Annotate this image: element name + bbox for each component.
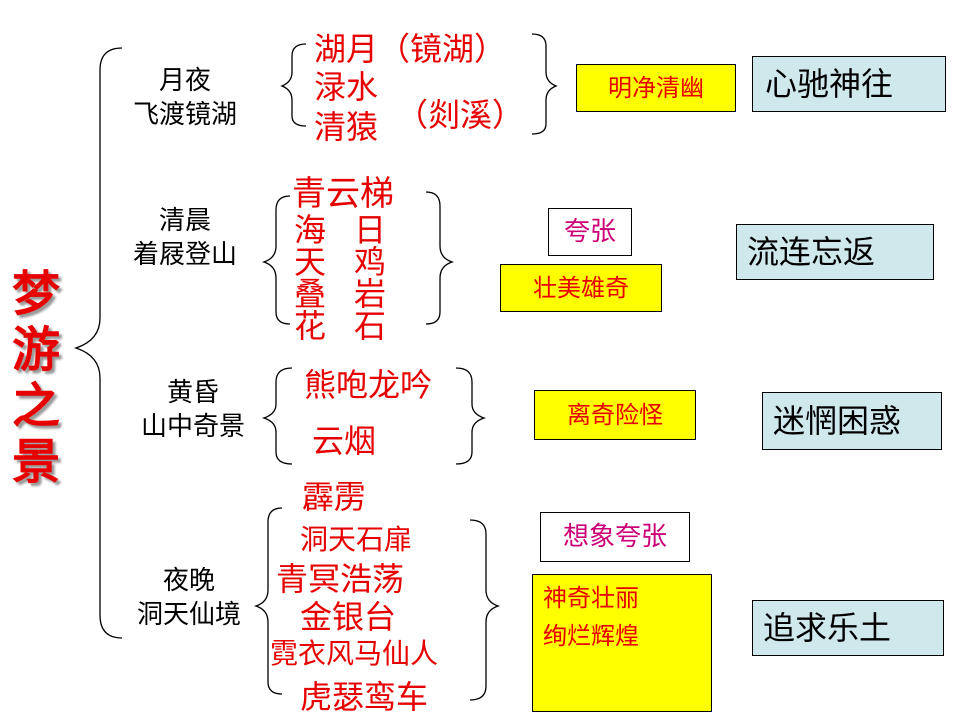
scene-action-label: 着屐登山 (132, 240, 237, 270)
scene-moonlit-night: 月夜 飞渡镜湖 (120, 64, 250, 132)
brace-right-4 (469, 519, 501, 701)
label-brilliant: 绚烂辉煌 (543, 622, 639, 650)
image-cloud-ladder: 青云梯 (292, 174, 394, 214)
label-box-splendid: 神奇壮丽 绚烂辉煌 (532, 574, 712, 712)
image-rainbow-immortals: 霓衣风马仙人 (270, 637, 439, 670)
image-lake-moon: 湖月（镜湖） (314, 30, 507, 68)
scene-time-label: 月夜 (158, 66, 211, 96)
label-strange-perilous: 离奇险怪 (534, 390, 696, 440)
label-exaggeration: 夸张 (548, 208, 632, 256)
image-thunder: 霹雳 (302, 478, 367, 516)
image-rooster: 鸡 (354, 243, 387, 281)
diagram-title: 梦游之景 (11, 266, 60, 490)
scene-action-label: 飞渡镜湖 (132, 100, 237, 130)
image-shan-stream: （剡溪） (396, 96, 525, 134)
brace-left-4 (253, 507, 283, 695)
image-sea: 海 (294, 211, 327, 249)
image-flowers: 花 (294, 307, 327, 345)
brace-right-3 (455, 367, 487, 465)
feeling-linger: 流连忘返 (736, 224, 934, 280)
label-wondrous: 神奇壮丽 (543, 584, 639, 612)
feeling-paradise: 追求乐土 (752, 600, 944, 656)
image-sun: 日 (354, 211, 387, 249)
brace-right-1 (531, 33, 558, 135)
brace-left-1 (280, 43, 307, 127)
image-rocks: 石 (354, 307, 387, 345)
image-layered: 叠 (294, 275, 327, 313)
main-left-brace (73, 47, 123, 639)
scene-action-label: 山中奇景 (140, 412, 245, 442)
brace-left-3 (261, 367, 293, 465)
image-sky: 天 (294, 243, 327, 281)
image-clear-water: 渌水 (314, 68, 379, 106)
scene-time-label: 夜晚 (162, 566, 215, 596)
brace-left-2 (261, 195, 291, 325)
feeling-yearning: 心驰神往 (752, 56, 946, 112)
label-clear-serene: 明净清幽 (576, 64, 736, 112)
label-imaginative: 想象夸张 (540, 512, 690, 562)
scene-early-morning: 清晨 着屐登山 (120, 204, 250, 272)
label-magnificent: 壮美雄奇 (500, 264, 662, 312)
image-golden-terrace: 金银台 (300, 598, 397, 636)
image-cliff: 岩 (354, 275, 387, 313)
image-cave-door: 洞天石扉 (300, 523, 413, 556)
scene-night: 夜晚 洞天仙境 (124, 564, 254, 632)
scene-time-label: 黄昏 (166, 378, 219, 408)
scene-dusk: 黄昏 山中奇景 (128, 376, 258, 444)
brace-right-2 (425, 191, 455, 325)
image-vast-sky: 青冥浩荡 (276, 560, 405, 598)
image-bear-dragon: 熊咆龙吟 (304, 366, 433, 404)
image-tiger-phoenix: 虎瑟鸾车 (300, 678, 429, 716)
image-mist: 云烟 (312, 422, 377, 460)
scene-action-label: 洞天仙境 (136, 600, 241, 630)
scene-time-label: 清晨 (158, 206, 211, 236)
feeling-confused: 迷惘困惑 (762, 392, 942, 450)
image-crying-apes: 清猿 (314, 108, 379, 146)
